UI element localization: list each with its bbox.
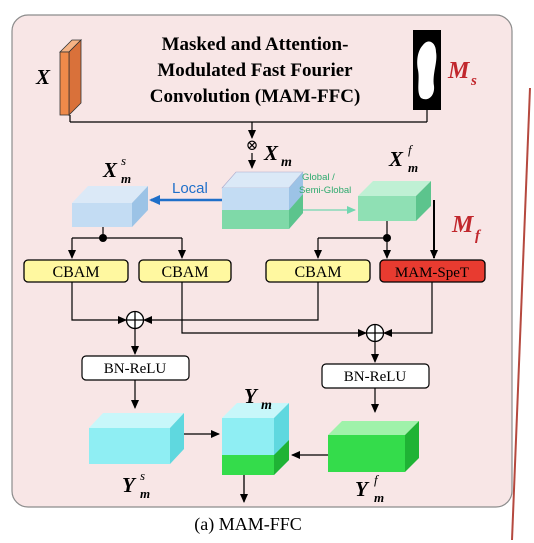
cbam3-to-plus-left <box>143 282 319 324</box>
local-cube <box>72 186 148 227</box>
cbam-box-1: CBAM <box>23 259 129 283</box>
svg-text:Y: Y <box>244 384 259 408</box>
svg-text:m: m <box>261 398 272 413</box>
global-cube <box>358 181 431 221</box>
label-global-line2: Semi-Global <box>299 185 351 196</box>
label-mask-s: M <box>447 58 471 84</box>
multiply-symbol: ⊗ <box>246 138 259 154</box>
label-xm: X m <box>263 141 292 170</box>
label-ym: Y m <box>244 384 272 413</box>
svg-text:CBAM: CBAM <box>161 264 208 281</box>
side-connector-line <box>511 87 531 541</box>
mam-spet-box: MAM-SpeT <box>379 259 486 283</box>
label-mask-f-sub: f <box>475 228 482 244</box>
label-x-input: X <box>35 65 51 89</box>
svg-text:m: m <box>408 160 418 175</box>
cbam1-to-plus-left <box>71 282 127 324</box>
svg-text:X: X <box>388 147 404 171</box>
ym-cube <box>222 403 289 475</box>
label-local: Local <box>172 180 208 197</box>
figure-caption: (a) MAM-FFC <box>194 514 302 535</box>
cbam2-to-plus-right <box>181 282 367 337</box>
svg-text:Y: Y <box>355 477 370 501</box>
svg-text:MAM-SpeT: MAM-SpeT <box>395 265 469 281</box>
svg-text:BN-ReLU: BN-ReLU <box>104 361 167 377</box>
plus-node-right <box>365 323 385 343</box>
xm-cube <box>221 171 304 229</box>
title-line-1: Masked and Attention- <box>162 34 349 55</box>
svg-text:m: m <box>121 171 131 186</box>
svg-text:CBAM: CBAM <box>52 264 99 281</box>
label-xms: X s m <box>102 153 131 186</box>
svg-text:m: m <box>140 486 150 501</box>
svg-text:X: X <box>102 158 118 182</box>
svg-text:f: f <box>374 472 380 487</box>
plus-node-left <box>125 310 145 330</box>
svg-text:m: m <box>281 155 292 170</box>
cbam-box-3: CBAM <box>265 259 371 283</box>
svg-text:BN-ReLU: BN-ReLU <box>344 369 407 385</box>
svg-text:Y: Y <box>122 473 137 497</box>
title-line-3: Convolution (MAM-FFC) <box>150 86 361 107</box>
label-yms: Y s m <box>122 468 150 501</box>
cbam-box-2: CBAM <box>138 259 232 283</box>
mamspet-to-plus-right <box>383 282 433 337</box>
svg-text:m: m <box>374 490 384 505</box>
yms-cube <box>89 413 184 464</box>
title-line-2: Modulated Fast Fourier <box>157 60 353 81</box>
x-input-cube <box>59 39 82 116</box>
svg-text:s: s <box>140 468 145 483</box>
label-mask-s-sub: s <box>470 73 477 89</box>
label-global-line1: Global / <box>302 172 335 183</box>
bn-relu-box-right: BN-ReLU <box>321 363 430 389</box>
label-ymf: Y f m <box>355 472 384 505</box>
label-mask-f: M <box>451 212 475 238</box>
svg-text:CBAM: CBAM <box>294 264 341 281</box>
svg-text:s: s <box>121 153 126 168</box>
ymf-cube <box>328 421 419 472</box>
label-xmf: X f m <box>388 142 418 175</box>
bn-relu-box-left: BN-ReLU <box>81 355 190 381</box>
svg-text:f: f <box>408 142 414 157</box>
mask-s-image <box>413 30 441 110</box>
svg-text:X: X <box>263 141 279 165</box>
